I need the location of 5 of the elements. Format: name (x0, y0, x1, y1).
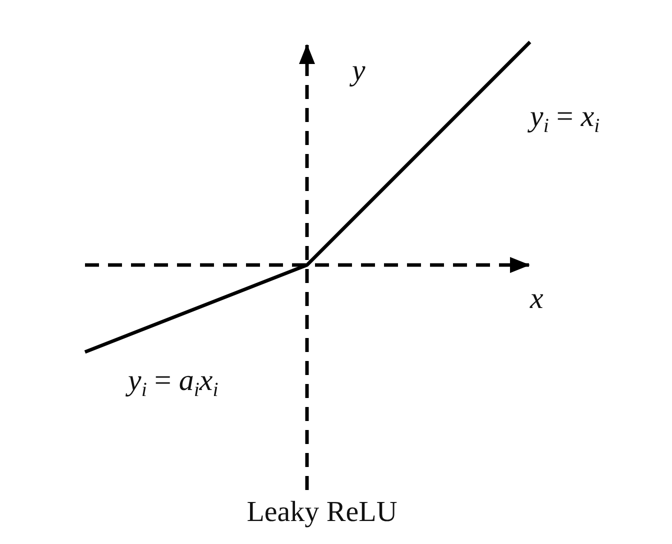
axis-label: y (352, 56, 366, 86)
axis-label: x (530, 284, 544, 314)
formula-label: y$_{i}$ = a$_{i}$x$_{i}$ (128, 366, 218, 400)
formula-label: y$_{i}$ = x$_{i}$ (530, 102, 600, 136)
caption: Leaky ReLU (246, 497, 398, 529)
